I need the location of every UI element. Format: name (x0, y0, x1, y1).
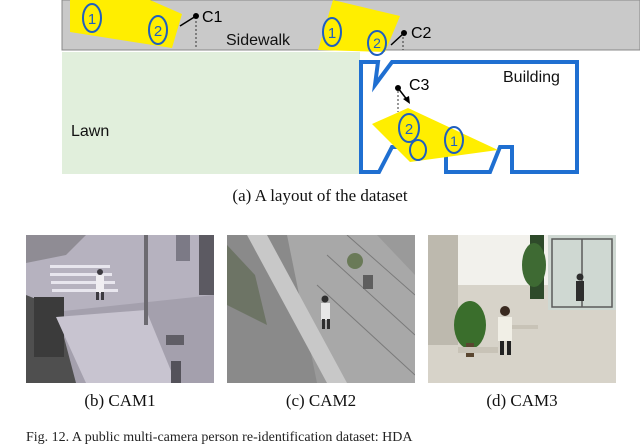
c3-camera-label: C3 (409, 77, 430, 94)
c3-camera-dot (395, 85, 401, 91)
sidewalk-label: Sidewalk (226, 32, 291, 49)
layout-caption: (a) A layout of the dataset (0, 186, 640, 206)
c2-zone1-number: 1 (328, 25, 336, 42)
building-label: Building (503, 69, 560, 86)
cam1-caption: (b) CAM1 (26, 391, 214, 411)
c1-zone1-number: 1 (88, 11, 96, 28)
figure-caption-partial: Fig. 12. A public multi-camera person re… (26, 430, 412, 446)
c2-zone2-number: 2 (373, 35, 381, 51)
cam2-photo (227, 235, 415, 383)
cam3-caption: (d) CAM3 (428, 391, 616, 411)
c3-zone1-number: 1 (450, 133, 458, 149)
cam2-caption: (c) CAM2 (227, 391, 415, 411)
c2-camera-label: C2 (411, 25, 432, 42)
c2-camera-dot (401, 30, 407, 36)
c1-camera-dot (193, 13, 199, 19)
lawn-area (62, 52, 360, 174)
c1-zone2-number: 2 (154, 23, 162, 40)
cam3-photo (428, 235, 616, 383)
lawn-label: Lawn (71, 123, 109, 140)
c1-camera-label: C1 (202, 9, 223, 26)
cam1-photo (26, 235, 214, 383)
c3-zone2-number: 2 (405, 121, 413, 138)
dataset-layout-map: 1 2 1 2 1 2 C1 C2 C3 Sidewalk Building L… (0, 0, 640, 185)
